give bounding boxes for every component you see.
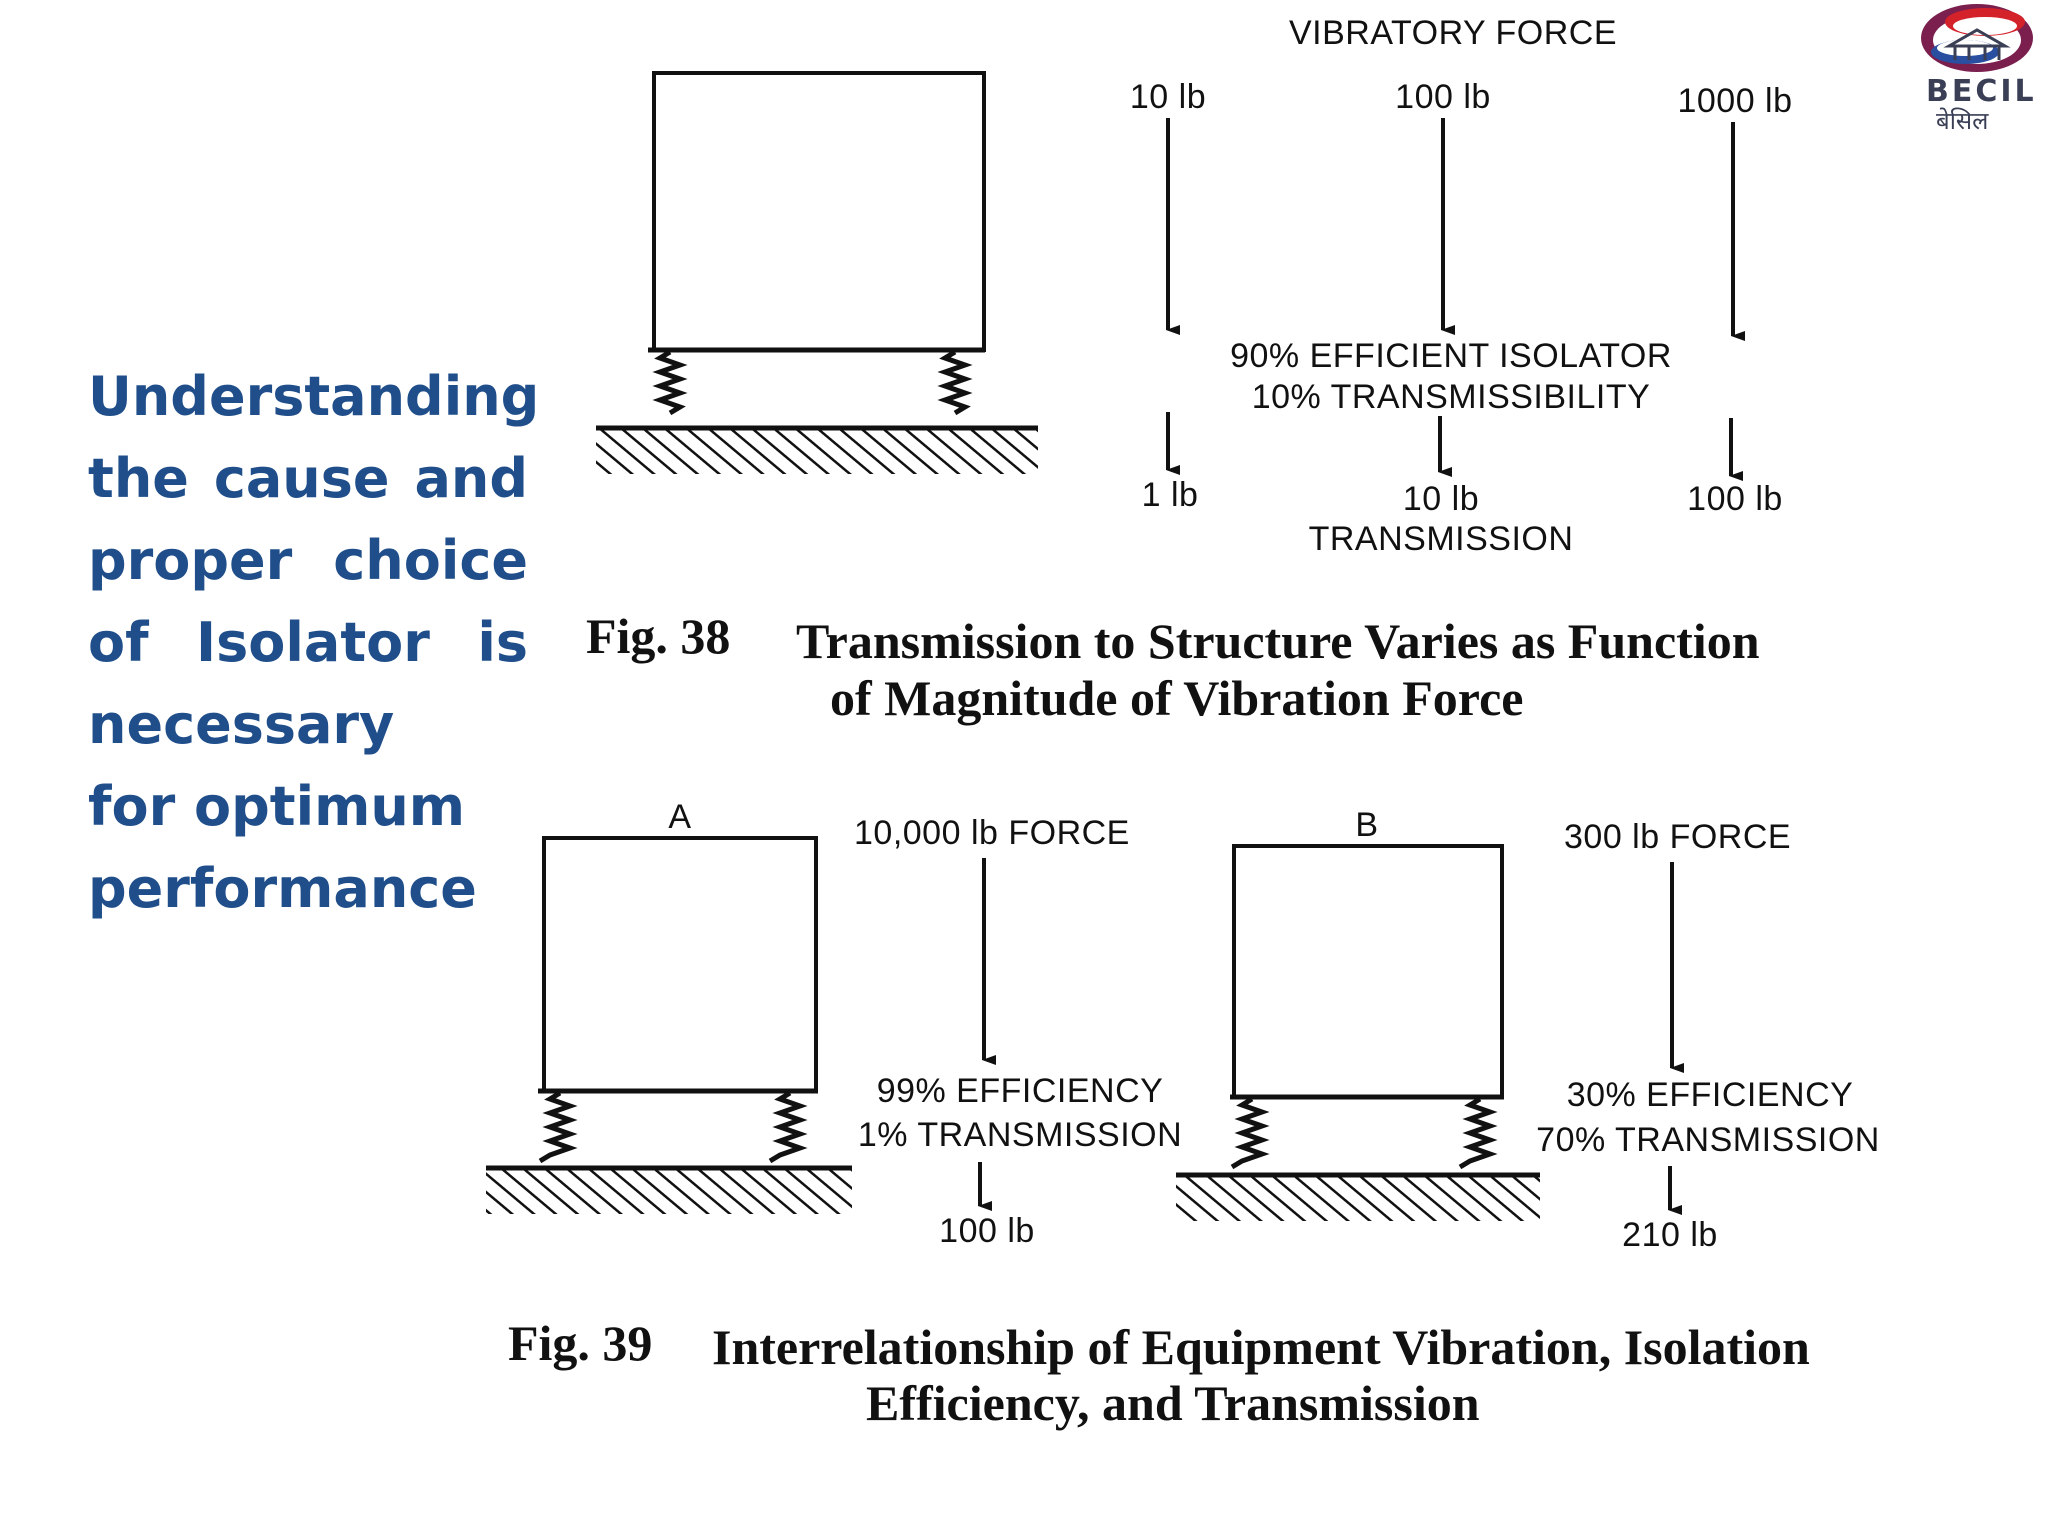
side-text-line: the cause and bbox=[88, 438, 528, 520]
fig39a-spring-right bbox=[768, 1090, 808, 1164]
fig38-force-in-2: 100 lb bbox=[1395, 78, 1491, 116]
side-text-word: the bbox=[88, 447, 189, 510]
fig38-heading: VIBRATORY FORCE bbox=[1288, 14, 1618, 52]
fig38-ground bbox=[596, 430, 1038, 474]
side-text-word: for optimum bbox=[88, 775, 466, 838]
fig39b-spring-right bbox=[1458, 1096, 1498, 1170]
side-text-word: and bbox=[414, 447, 528, 510]
becil-logo: BECIL बेसिल bbox=[1905, 0, 2048, 140]
fig39-caption-line1: Interrelationship of Equipment Vibration… bbox=[712, 1319, 1810, 1375]
fig38-isolator-efficiency: 90% EFFICIENT ISOLATOR bbox=[1230, 337, 1672, 375]
side-text-word: performance bbox=[88, 857, 477, 920]
fig38-force-out-3: 100 lb bbox=[1687, 480, 1783, 518]
fig39-caption-line2: Efficiency, and Transmission bbox=[866, 1375, 1480, 1431]
fig38-arrows bbox=[1166, 118, 1745, 481]
side-text-word: Isolator bbox=[196, 611, 430, 674]
fig39-b-output: 210 lb bbox=[1622, 1216, 1718, 1254]
fig39b-ground bbox=[1176, 1177, 1540, 1221]
side-text-line: Understanding bbox=[88, 356, 539, 438]
fig39-arrows bbox=[978, 858, 1684, 1215]
side-text-word: Understanding bbox=[88, 365, 540, 428]
fig38-spring-right bbox=[937, 349, 973, 416]
fig39-a-output: 100 lb bbox=[939, 1212, 1035, 1250]
becil-logo-icon bbox=[1921, 4, 2033, 72]
fig38-caption-line2: of Magnitude of Vibration Force bbox=[830, 670, 1524, 726]
fig39-b-efficiency: 30% EFFICIENCY bbox=[1566, 1076, 1854, 1114]
fig39-caption-number: Fig. 39 bbox=[508, 1315, 653, 1371]
side-text-line: proper choice bbox=[88, 520, 528, 602]
fig39-a-label: A bbox=[668, 798, 692, 836]
fig38-isolator-transmissibility: 10% TRANSMISSIBILITY bbox=[1251, 378, 1651, 416]
fig39-a-transmission: 1% TRANSMISSION bbox=[857, 1116, 1183, 1154]
fig39-a-efficiency: 99% EFFICIENCY bbox=[876, 1072, 1164, 1110]
logo-name: BECIL bbox=[1926, 74, 2037, 109]
side-text-word: proper bbox=[88, 529, 293, 592]
fig38-force-out-1: 1 lb bbox=[1141, 476, 1199, 514]
fig39-b-transmission: 70% TRANSMISSION bbox=[1536, 1121, 1880, 1159]
fig39-b-force: 300 lb FORCE bbox=[1564, 818, 1792, 856]
fig38-machine bbox=[596, 71, 1038, 474]
side-text-word: necessary bbox=[88, 693, 395, 756]
side-text-word: cause bbox=[213, 447, 390, 510]
side-text-line: for optimum bbox=[88, 766, 528, 848]
fig38-caption-line1: Transmission to Structure Varies as Func… bbox=[796, 613, 1760, 669]
side-text-word: of bbox=[88, 611, 149, 674]
side-text-word: choice bbox=[333, 529, 528, 592]
fig39b-spring-left bbox=[1230, 1096, 1270, 1170]
fig38-force-out-2: 10 lb bbox=[1402, 480, 1480, 518]
fig38-force-in-1: 10 lb bbox=[1129, 78, 1207, 116]
fig38-spring-left bbox=[652, 349, 688, 416]
side-text-line: of Isolator is bbox=[88, 602, 528, 684]
fig39-a-force: 10,000 lb FORCE bbox=[854, 814, 1130, 852]
fig38-caption-number: Fig. 38 bbox=[586, 608, 731, 664]
side-text-block: Understanding the cause and proper choice of Is… bbox=[88, 356, 539, 930]
fig39a-spring-left bbox=[538, 1090, 578, 1164]
fig39-b-label: B bbox=[1355, 806, 1379, 844]
fig39-machine-a bbox=[486, 836, 852, 1214]
side-text-line: performance bbox=[88, 848, 528, 930]
fig39a-ground bbox=[486, 1170, 852, 1214]
fig38-force-in-3: 1000 lb bbox=[1677, 82, 1793, 120]
fig38-transmission-label: TRANSMISSION bbox=[1308, 520, 1574, 558]
side-text-word: is bbox=[477, 611, 528, 674]
fig39-machine-b bbox=[1176, 844, 1540, 1221]
side-text-line: necessary bbox=[88, 684, 528, 766]
logo-hindi: बेसिल bbox=[1936, 107, 1989, 135]
